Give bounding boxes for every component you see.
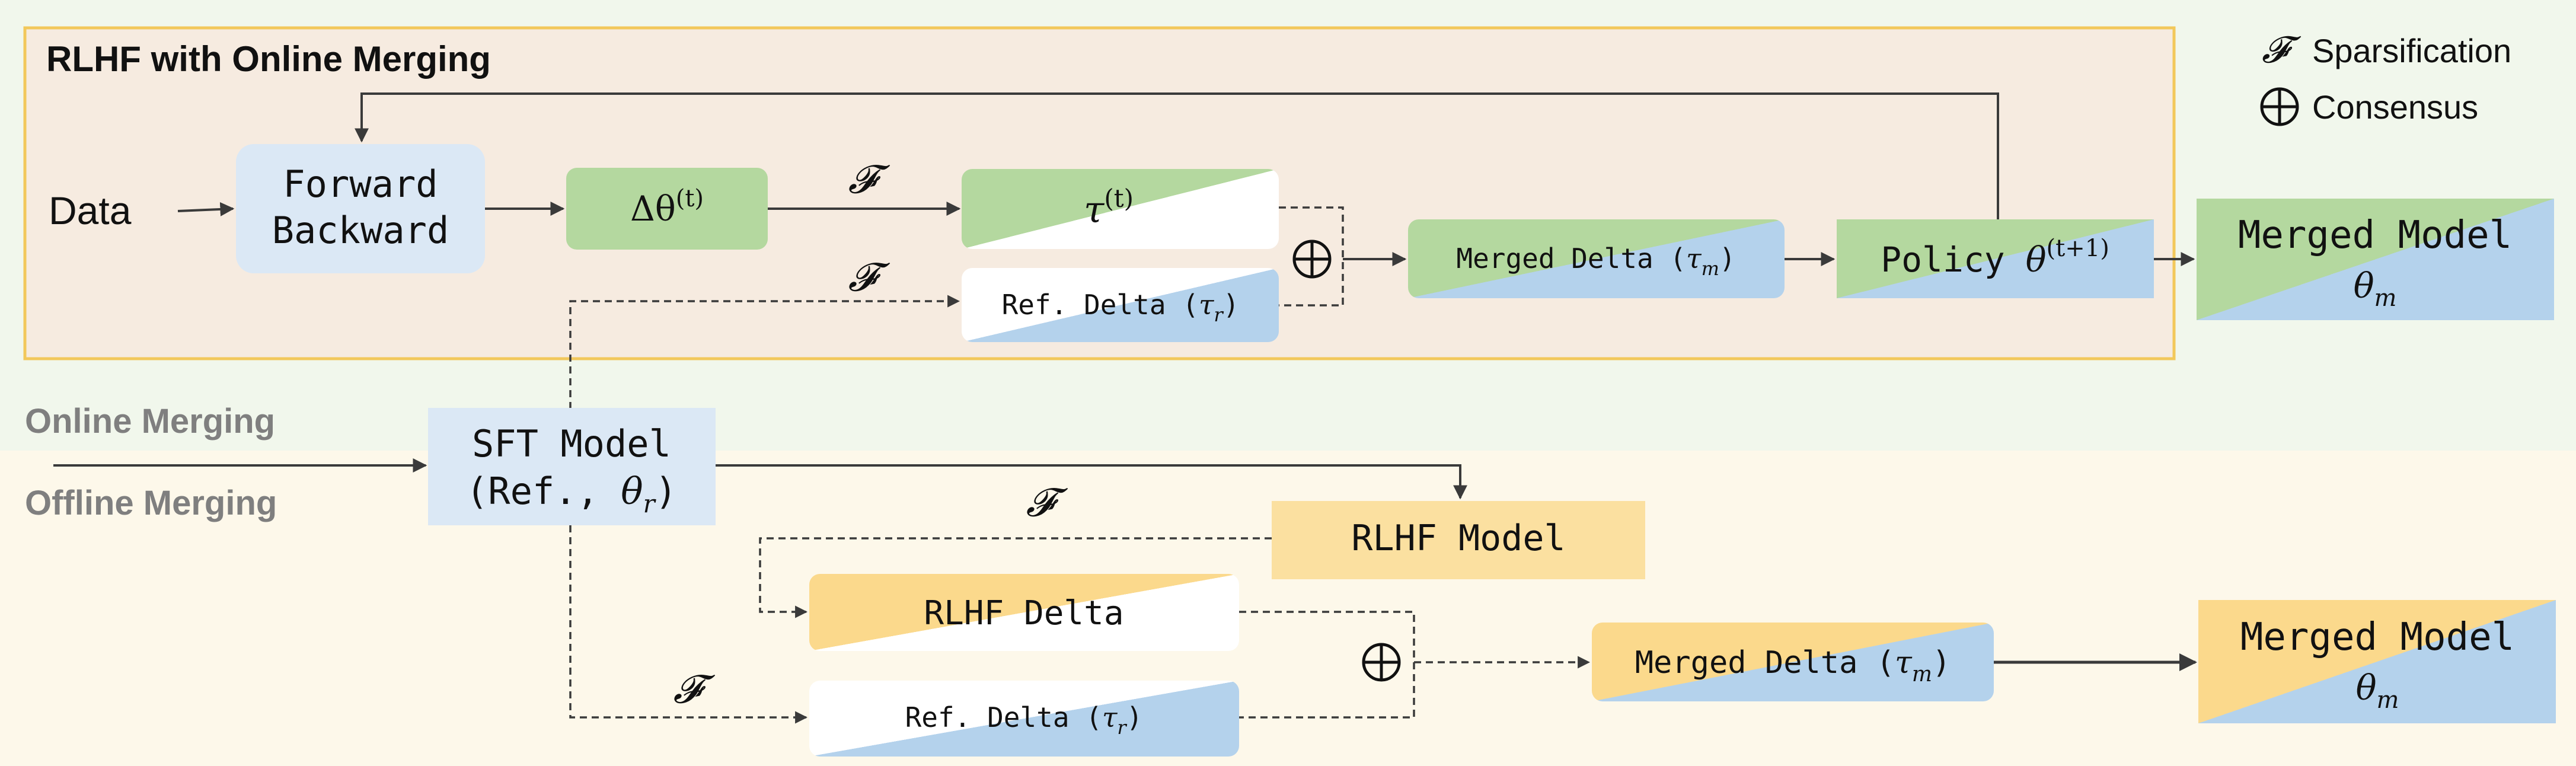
sft-model-box	[428, 408, 716, 525]
merged-delta-offline-box	[1592, 623, 1994, 701]
merged-model-online-var: θm	[2354, 266, 2397, 312]
policy-box	[1837, 219, 2154, 298]
panel-title: RLHF with Online Merging	[46, 39, 491, 79]
policy-label: Policy θ(t+1)	[1881, 235, 2109, 280]
rlhf-model-label: RLHF Model	[1351, 518, 1565, 559]
rlhf-delta-label: RLHF Delta	[924, 594, 1123, 633]
offline-background	[0, 451, 2576, 766]
merged-model-online-label: Merged Model	[2238, 213, 2512, 257]
forward-backward-box	[236, 144, 485, 273]
sft-line1: SFT Model	[472, 422, 671, 465]
merged-model-offline-box	[2198, 600, 2556, 723]
legend-consensus-label: Consensus	[2312, 88, 2478, 126]
merged-model-online-box	[2197, 199, 2554, 320]
forward-label: Forward	[283, 162, 438, 206]
backward-label: Backward	[272, 209, 449, 252]
ref-delta-offline-label: Ref. Delta (τr)	[905, 701, 1143, 739]
merged-model-offline-label: Merged Model	[2240, 615, 2514, 659]
rlhf-delta-box	[809, 574, 1239, 651]
delta-theta-label: Δθ(t)	[630, 185, 704, 229]
delta-theta-box	[566, 168, 768, 250]
merged-delta-online-box	[1408, 219, 1785, 298]
ref-delta-offline-box	[809, 681, 1239, 757]
data-label: Data	[49, 189, 132, 232]
online-merging-label: Online Merging	[25, 402, 275, 441]
merged-model-offline-var: θm	[2356, 668, 2399, 714]
rlhf-model-box	[1272, 501, 1645, 579]
merged-delta-offline-label: Merged Delta (τm)	[1635, 645, 1951, 687]
offline-merging-label: Offline Merging	[25, 484, 277, 522]
ref-delta-online-box	[962, 268, 1279, 342]
tau-t-label: τ(t)	[1084, 184, 1134, 231]
sft-line2: (Ref., θr)	[466, 470, 677, 518]
merged-delta-online-label: Merged Delta (τm)	[1456, 242, 1735, 280]
tau-t-box	[962, 169, 1279, 249]
ref-delta-online-label: Ref. Delta (τr)	[1002, 289, 1240, 326]
legend-sparsification-label: Sparsification	[2312, 32, 2511, 69]
